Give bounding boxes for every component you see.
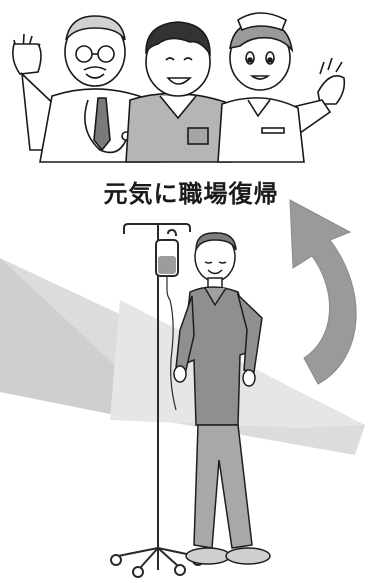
young-man-figure [125,21,233,163]
patient-figure [173,232,271,565]
caption-text: 元気に職場復帰 [103,180,279,208]
curved-up-arrow-icon [289,199,357,385]
nurse-figure [217,12,346,163]
iv-drip-stand-icon [110,223,204,578]
